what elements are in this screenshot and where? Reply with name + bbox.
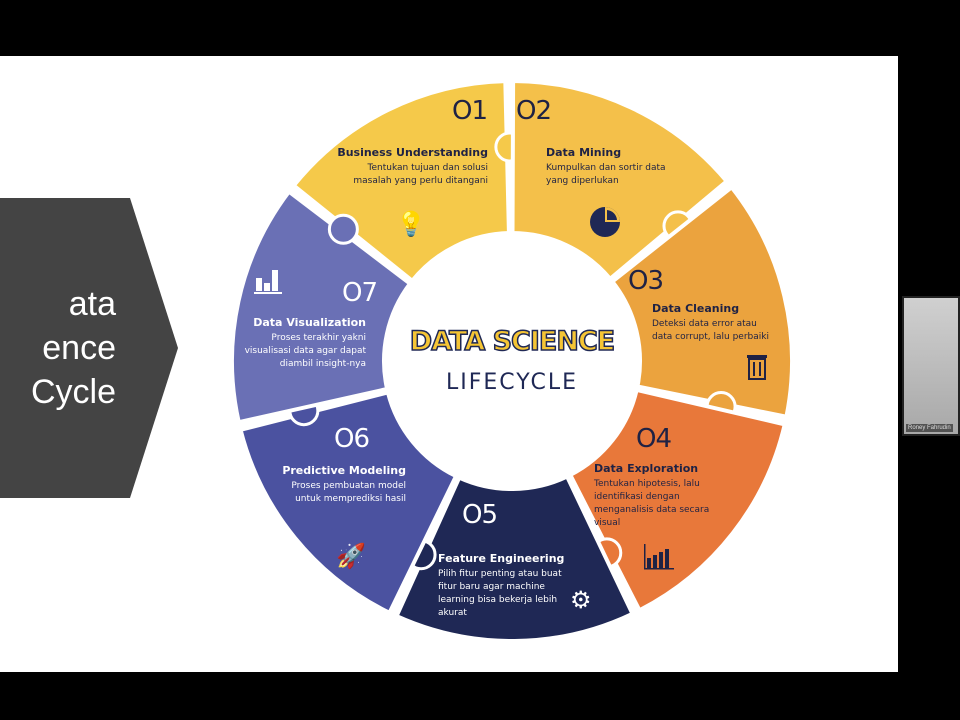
participant-name: Roney Fahrudin <box>906 424 953 432</box>
participant-video-tile[interactable]: Roney Fahrudin <box>902 296 960 436</box>
rocket-icon: 🚀 <box>336 543 366 570</box>
step-desc: Kumpulkan dan sortir data yang diperluka… <box>546 163 666 186</box>
wheel-segment <box>510 78 730 282</box>
step-desc: Deteksi data error atau data corrupt, la… <box>652 319 769 342</box>
step-data-mining: Data Mining Kumpulkan dan sortir data ya… <box>546 146 666 188</box>
gear-icon: ⚙ <box>570 587 592 614</box>
side-title-line: ence <box>42 329 116 367</box>
step-data-visualization: Data Visualization Proses terakhir yakni… <box>244 316 366 371</box>
step-number: O2 <box>516 96 552 126</box>
step-title: Feature Engineering <box>438 552 565 565</box>
side-title: ata ence Cycle <box>0 282 116 414</box>
wheel-segment <box>567 387 788 613</box>
wheel-segment <box>238 390 459 616</box>
wheel-segment <box>393 473 636 643</box>
step-number: O3 <box>628 266 664 296</box>
title-chevron <box>0 198 178 498</box>
center-subtitle: LIFECYCLE <box>445 370 579 395</box>
step-title: Data Mining <box>546 146 622 159</box>
step-title: Data Cleaning <box>652 302 740 315</box>
pie-chart-icon <box>590 207 620 237</box>
step-number: O1 <box>452 96 488 126</box>
step-desc: Tentukan hipotesis, lalu identifikasi de… <box>594 479 710 528</box>
wheel-segment <box>230 188 413 425</box>
step-number: O7 <box>342 278 378 308</box>
trash-icon <box>747 355 767 380</box>
step-number: O4 <box>636 424 672 454</box>
step-desc: Proses pembuatan model untuk memprediksi… <box>291 481 406 504</box>
chart-icon <box>254 270 282 294</box>
step-predictive-modeling: Predictive Modeling Proses pembuatan mod… <box>276 464 406 506</box>
step-desc: Proses terakhir yakni visualisasi data a… <box>244 333 366 369</box>
step-title: Business Understanding <box>337 146 488 159</box>
step-title: Data Exploration <box>594 462 699 475</box>
step-data-cleaning: Data Cleaning Deteksi data error atau da… <box>652 302 772 344</box>
step-number: O6 <box>334 424 370 454</box>
step-desc: Pilih fitur penting atau buat fitur baru… <box>438 569 562 618</box>
step-desc: Tentukan tujuan dan solusi masalah yang … <box>353 163 488 186</box>
step-title: Data Visualization <box>253 316 366 329</box>
wheel-segment <box>290 79 511 284</box>
step-business-understanding: Business Understanding Tentukan tujuan d… <box>330 146 488 188</box>
bar-chart-icon <box>644 544 674 570</box>
step-number: O5 <box>462 500 498 530</box>
lightbulb-icon: 💡 <box>396 211 426 238</box>
side-title-line: ata <box>68 285 116 323</box>
step-feature-engineering: Feature Engineering Pilih fitur penting … <box>438 552 568 620</box>
wheel-segment <box>609 184 794 420</box>
center-title: DATA SCIENCE <box>409 325 616 358</box>
puzzle-knob <box>327 213 359 245</box>
step-title: Predictive Modeling <box>282 464 406 477</box>
step-data-exploration: Data Exploration Tentukan hipotesis, lal… <box>594 462 714 530</box>
side-title-line: Cycle <box>30 373 116 411</box>
